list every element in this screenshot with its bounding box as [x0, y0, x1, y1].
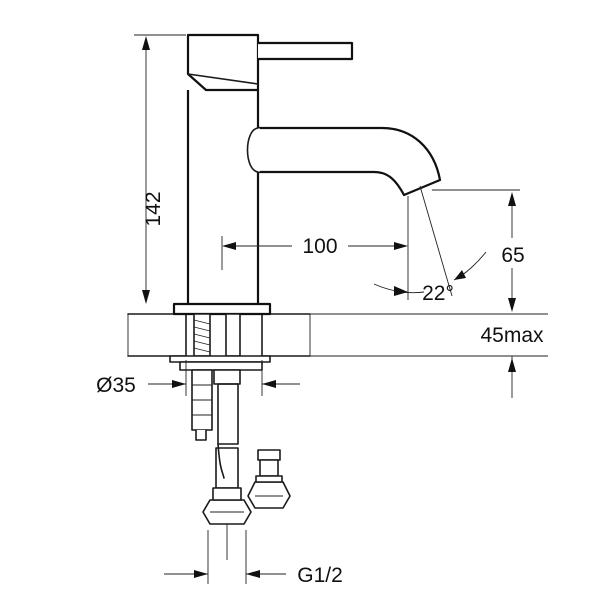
dim-45max-label: 45max — [480, 324, 544, 347]
faucet-spout — [246, 126, 442, 197]
dim-spout-angle: 22° — [373, 185, 487, 305]
dim-connection-thread: G1/2 — [164, 530, 343, 587]
dim-base-diameter: Ø35 — [96, 360, 300, 397]
countertop-section — [127, 312, 311, 358]
dim-65-label: 65 — [501, 244, 524, 267]
dim-deck-thickness: 45max — [310, 313, 548, 398]
dim-100-label: 100 — [302, 235, 337, 258]
dim-142-label: 142 — [142, 191, 165, 226]
dim-dia35-label: Ø35 — [96, 374, 136, 397]
dim-total-height: 142 — [134, 34, 186, 304]
dim-spout-height: 65 — [432, 189, 528, 312]
dim-spout-reach: 100 — [221, 196, 409, 300]
mounting-hardware — [169, 313, 291, 560]
dim-22deg-label: 22° — [422, 282, 454, 305]
faucet-body — [172, 33, 354, 316]
dim-g12-label: G1/2 — [297, 564, 343, 587]
